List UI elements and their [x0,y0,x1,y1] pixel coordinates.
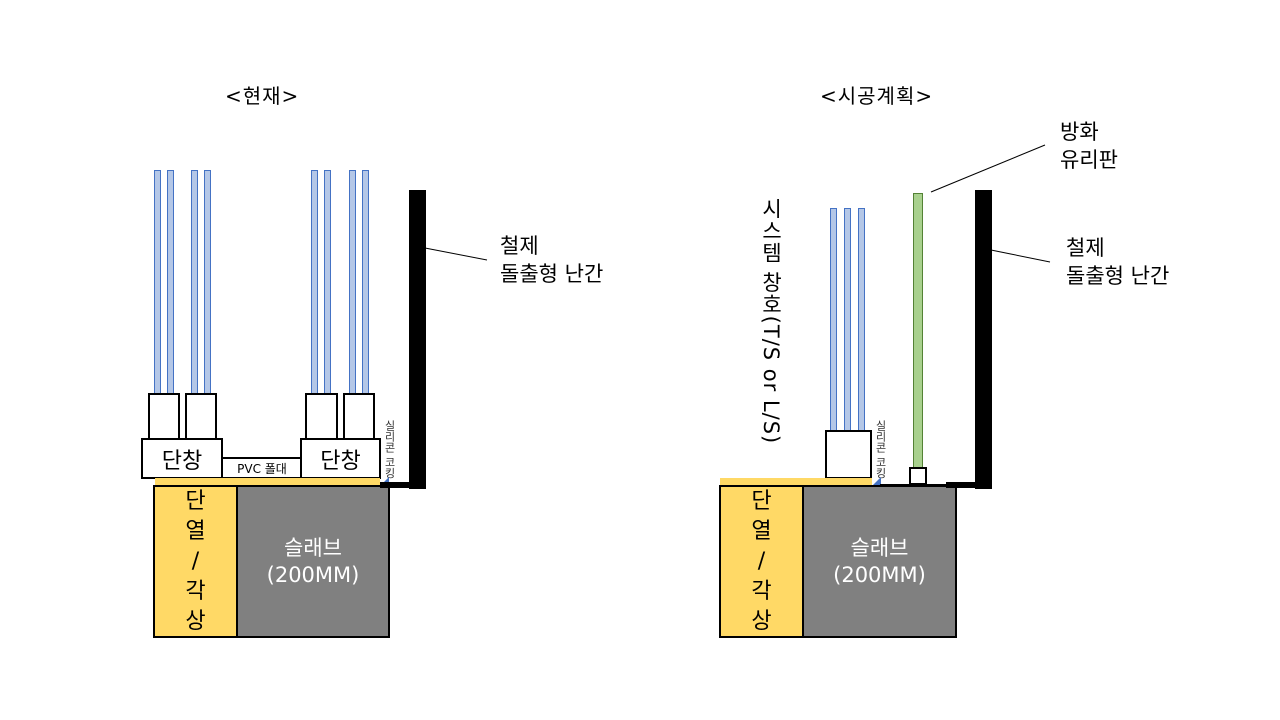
insulation-block: 단 열 / 각 상 [153,485,238,638]
railing-base [380,482,426,488]
slab: 슬래브 (200MM) [236,485,390,638]
railing-leader [990,249,1051,263]
system-window-frame [825,430,872,479]
insulation-char: / [191,548,200,574]
steel-railing [409,190,426,489]
insulation-char: / [757,548,766,574]
plan-title: <시공계획> [820,84,934,108]
current-title: <현재> [225,84,300,108]
system-window-label: 시스템 창호(T/S or L/S) [759,198,783,445]
fire-glass-panel [913,193,923,469]
insulation-char: 열 [751,518,772,544]
slab-thickness: (200MM) [266,562,360,587]
insulation-block: 단 열 / 각 상 [719,485,804,638]
sealant-mark [872,477,881,486]
sealant-mark [380,477,389,486]
slab-label: 슬래브 [850,535,909,560]
insulation-char: 각 [751,578,772,604]
window-frame [343,393,375,440]
railing-label: 철제 돌출형 난간 [1066,234,1169,290]
railing-label-line: 돌출형 난간 [500,262,604,286]
glass-pane [844,208,851,432]
railing-leader [424,247,488,261]
insulation-char: 상 [185,608,206,634]
slab: 슬래브 (200MM) [802,485,957,638]
slab-thickness: (200MM) [833,562,926,587]
glass-leader [930,144,1046,193]
glass-pane [858,208,865,432]
slab-label: 슬래브 [284,535,342,560]
glass-pane [830,208,837,432]
insulation-char: 열 [185,518,206,544]
fire-glass-base [909,467,927,485]
sealant-label: 실리콘 코킹 [874,420,887,479]
fire-glass-label-line: 방화 [1060,120,1099,144]
steel-railing [975,190,992,489]
insulation-strip [155,478,380,486]
railing-label-line: 철제 [1066,236,1105,260]
insulation-char: 각 [185,578,206,604]
railing-label-line: 철제 [500,234,539,258]
fire-glass-label-line: 유리판 [1060,148,1118,172]
fire-glass-label: 방화 유리판 [1060,118,1118,174]
insulation-char: 단 [751,488,772,514]
railing-label-line: 돌출형 난간 [1066,264,1170,288]
insulation-char: 단 [185,488,206,514]
insulation-char: 상 [751,608,772,634]
railing-label: 철제 돌출형 난간 [500,232,603,288]
sealant-label: 실리콘 코킹 [383,420,396,479]
railing-base [946,482,992,488]
insulation-strip [720,478,872,486]
